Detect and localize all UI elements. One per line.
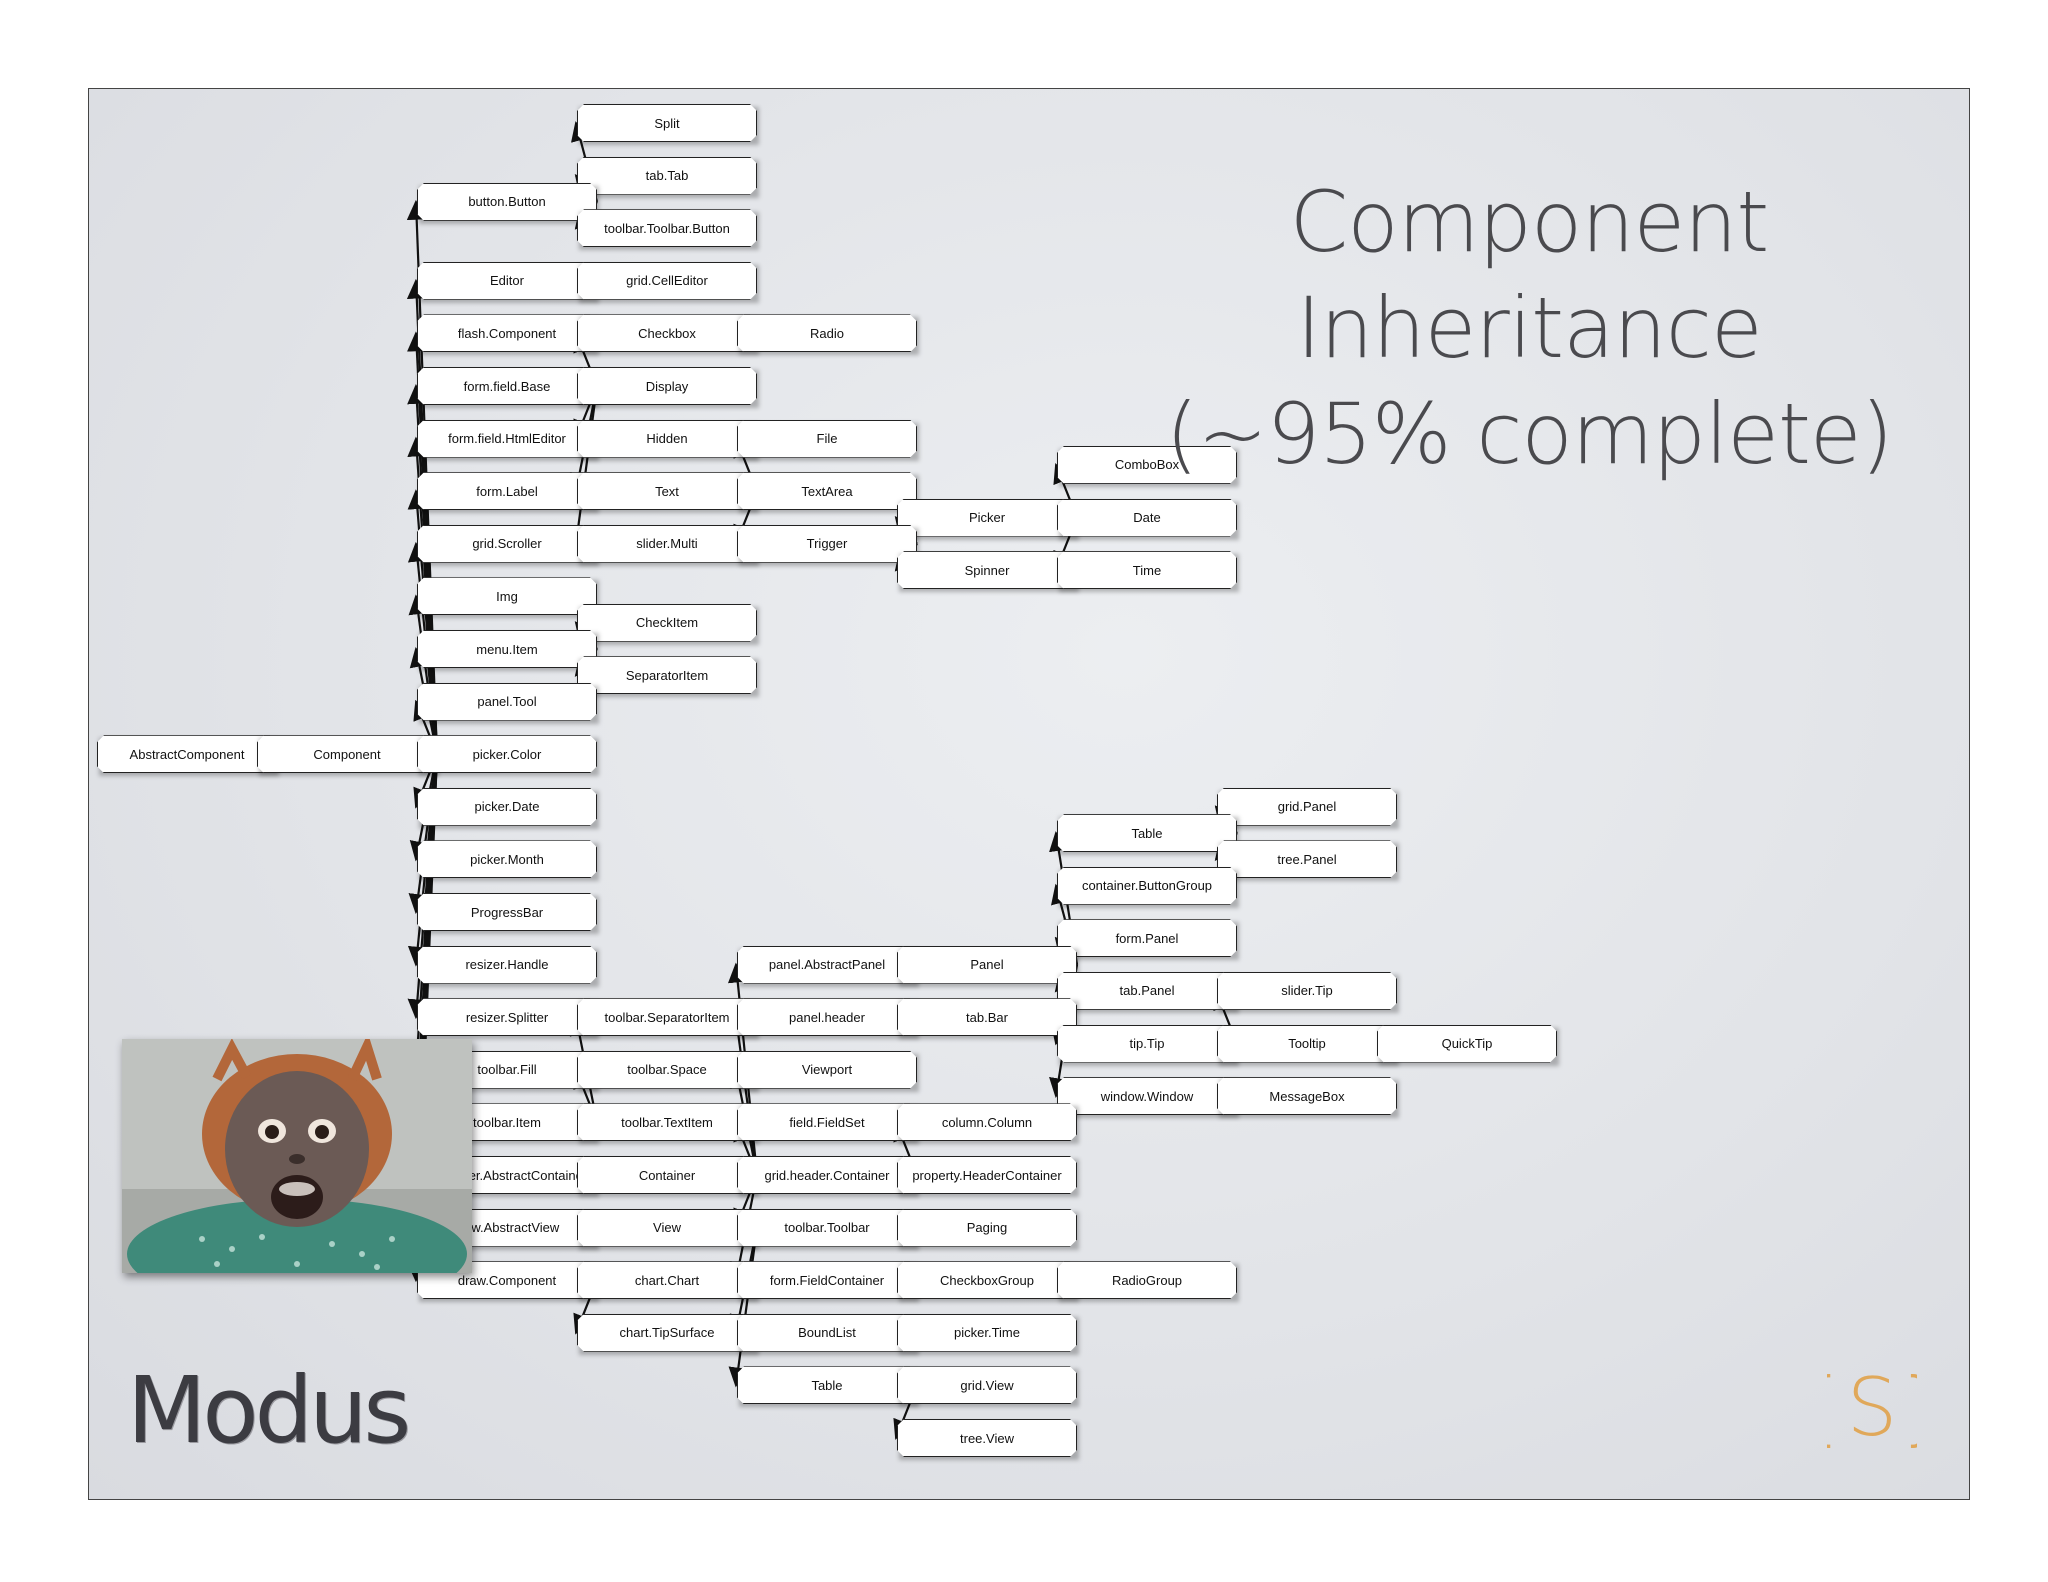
node-trigger: Trigger (737, 525, 917, 563)
node-toolbar: toolbar.Toolbar (737, 1209, 917, 1247)
node-pickercolor: picker.Color (417, 735, 597, 773)
node-paging: Paging (897, 1209, 1077, 1247)
node-htmleditor: form.field.HtmlEditor (417, 420, 597, 458)
node-pickertime: picker.Time (897, 1314, 1077, 1352)
node-fieldbase: form.field.Base (417, 367, 597, 405)
node-boundlist: BoundList (737, 1314, 917, 1352)
node-abstractpanel: panel.AbstractPanel (737, 946, 917, 984)
node-checkitem: CheckItem (577, 604, 757, 642)
node-treeview: tree.View (897, 1419, 1077, 1457)
node-file: File (737, 420, 917, 458)
node-text: Text (577, 472, 757, 510)
node-button: button.Button (417, 183, 597, 221)
edge-container-panelheader (728, 1015, 759, 1176)
node-slidermulti: slider.Multi (577, 525, 757, 563)
node-component: Component (257, 735, 437, 773)
node-combobox: ComboBox (1057, 446, 1237, 484)
node-paneltool: panel.Tool (417, 683, 597, 721)
node-treepanel: tree.Panel (1217, 840, 1397, 878)
node-chart: chart.Chart (577, 1261, 757, 1299)
node-tbspace: toolbar.Space (577, 1051, 757, 1089)
edge-component-img (408, 594, 439, 755)
node-tbsepitem: toolbar.SeparatorItem (577, 998, 757, 1036)
node-resizerhandle: resizer.Handle (417, 946, 597, 984)
edge-view-table2 (728, 1227, 759, 1388)
node-formlabel: form.Label (417, 472, 597, 510)
node-container: Container (577, 1156, 757, 1194)
node-formpanel: form.Panel (1057, 919, 1237, 957)
node-table2: Table (737, 1366, 917, 1404)
node-tiptip: tip.Tip (1057, 1025, 1237, 1063)
curly-brace-s-logo: {S} (1796, 1357, 1949, 1457)
node-viewport: Viewport (737, 1051, 917, 1089)
node-checkbox: Checkbox (577, 314, 757, 352)
node-checkboxgroup: CheckboxGroup (897, 1261, 1077, 1299)
node-window: window.Window (1057, 1077, 1237, 1115)
node-buttongroup: container.ButtonGroup (1057, 867, 1237, 905)
node-gridpanel: grid.Panel (1217, 788, 1397, 826)
node-tbtextitem: toolbar.TextItem (577, 1103, 757, 1141)
node-progressbar: ProgressBar (417, 893, 597, 931)
logo-text: {S} (1827, 1361, 1917, 1454)
node-column: column.Column (897, 1103, 1077, 1141)
node-tipsurface: chart.TipSurface (577, 1314, 757, 1352)
edge-fieldbase-slidermulti (568, 385, 599, 546)
title-line-2: (~95% complete) (1165, 385, 1894, 483)
node-quicktip: QuickTip (1377, 1025, 1557, 1063)
node-menuitem: menu.Item (417, 630, 597, 668)
node-tabbar: tab.Bar (897, 998, 1077, 1036)
node-tabtab: tab.Tab (577, 157, 757, 195)
node-resizersplitter: resizer.Splitter (417, 998, 597, 1036)
node-sepitem: SeparatorItem (577, 656, 757, 694)
baby-orangutan-photo (122, 1039, 472, 1273)
node-fieldset: field.FieldSet (737, 1103, 917, 1141)
node-fieldcontainer: form.FieldContainer (737, 1261, 917, 1299)
node-panel: Panel (897, 946, 1077, 984)
node-pickerdate: picker.Date (417, 788, 597, 826)
node-spinner: Spinner (897, 551, 1077, 589)
node-split: Split (577, 104, 757, 142)
node-tabpanel: tab.Panel (1057, 972, 1237, 1010)
node-radiogroup: RadioGroup (1057, 1261, 1237, 1299)
node-img: Img (417, 577, 597, 615)
node-gridview: grid.View (897, 1366, 1077, 1404)
node-headercontainer: grid.header.Container (737, 1156, 917, 1194)
node-radio: Radio (737, 314, 917, 352)
node-hidden: Hidden (577, 420, 757, 458)
node-tooltip: Tooltip (1217, 1025, 1397, 1063)
node-abstractcomponent: AbstractComponent (97, 735, 277, 773)
node-editor: Editor (417, 262, 597, 300)
node-panelheader: panel.header (737, 998, 917, 1036)
node-table1: Table (1057, 814, 1237, 852)
node-date: Date (1057, 499, 1237, 537)
node-pickermonth: picker.Month (417, 840, 597, 878)
slide-title: Component Inheritance (~95% complete) (1099, 169, 1959, 487)
node-flash: flash.Component (417, 314, 597, 352)
node-picker: Picker (897, 499, 1077, 537)
title-line-1: Component Inheritance (1289, 173, 1770, 377)
node-celleditor: grid.CellEditor (577, 262, 757, 300)
node-propheader: property.HeaderContainer (897, 1156, 1077, 1194)
node-textarea: TextArea (737, 472, 917, 510)
modus-brand: Modus (127, 1357, 411, 1464)
node-time: Time (1057, 551, 1237, 589)
node-messagebox: MessageBox (1217, 1077, 1397, 1115)
node-gridscroller: grid.Scroller (417, 525, 597, 563)
node-tbbutton: toolbar.Toolbar.Button (577, 209, 757, 247)
node-display: Display (577, 367, 757, 405)
node-slidertip: slider.Tip (1217, 972, 1397, 1010)
node-view: View (577, 1209, 757, 1247)
node-drawcomp: draw.Component (417, 1261, 597, 1299)
